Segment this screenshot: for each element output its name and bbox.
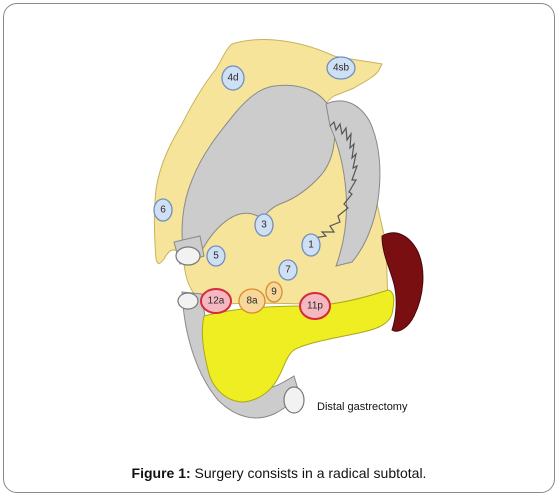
lymph-node-4d-marker: [221, 65, 245, 91]
stomach-cut-edge: [313, 120, 359, 239]
lymph-node-6-marker: [153, 198, 173, 222]
spleen: [381, 232, 424, 332]
stomach: [181, 84, 336, 255]
lymph-node-3: 3: [254, 213, 274, 237]
lymph-node-4sb: 4sb: [326, 56, 356, 80]
lymph-node-11p-label: 11p: [307, 301, 323, 312]
lymph-node-9-label: 9: [271, 287, 277, 298]
lymph-node-4d-label: 4d: [227, 73, 238, 84]
lymph-node-11p-marker: [299, 292, 331, 320]
lymph-node-5-label: 5: [213, 251, 219, 262]
pancreas: [201, 289, 395, 403]
duodenum-stump-opening: [175, 246, 201, 266]
lymph-node-12a: 12a: [200, 288, 232, 314]
lymph-node-12a-marker: [200, 288, 232, 314]
caption-text: Surgery consists in a radical subtotal.: [190, 465, 427, 481]
caption-label: Figure 1:: [131, 465, 191, 481]
lymph-node-1-marker: [301, 233, 321, 257]
lymph-node-12a-label: 12a: [208, 296, 225, 307]
lymph-node-7-marker: [278, 259, 298, 281]
lymph-node-9-marker: [265, 281, 283, 303]
jejunum-opening: [283, 386, 305, 414]
lymph-node-3-marker: [254, 213, 274, 237]
lymph-node-5-marker: [206, 245, 226, 267]
lymph-node-11p: 11p: [299, 292, 331, 320]
vessel-opening-left: [177, 292, 199, 310]
figure-caption: Figure 1: Surgery consists in a radical …: [4, 465, 554, 481]
lymph-node-4sb-label: 4sb: [333, 63, 350, 74]
lymph-node-7-label: 7: [285, 265, 291, 276]
lymph-nodes: 4d 4sb 6 3 5 1 79 12a 8a 11p: [153, 56, 356, 320]
procedure-label: Distal gastrectomy: [317, 401, 408, 413]
lymph-node-8a-label: 8a: [246, 296, 258, 307]
lymph-node-9: 9: [265, 281, 283, 303]
stomach-remnant: [325, 100, 381, 267]
lymph-node-5: 5: [206, 245, 226, 267]
lymph-node-4sb-marker: [326, 56, 356, 80]
lymph-node-3-label: 3: [261, 220, 267, 231]
lymph-node-7: 7: [278, 259, 298, 281]
lymph-node-8a: 8a: [238, 288, 266, 314]
gastrectomy-diagram: 4d 4sb 6 3 5 1 79 12a 8a 11p Distal gastrectomy: [153, 39, 424, 419]
lymph-node-1: 1: [301, 233, 321, 257]
lymph-node-1-label: 1: [308, 240, 314, 251]
lymph-node-6: 6: [153, 198, 173, 222]
lymph-node-8a-marker: [238, 288, 266, 314]
lymph-node-6-label: 6: [160, 205, 166, 216]
lymph-node-4d: 4d: [221, 65, 245, 91]
